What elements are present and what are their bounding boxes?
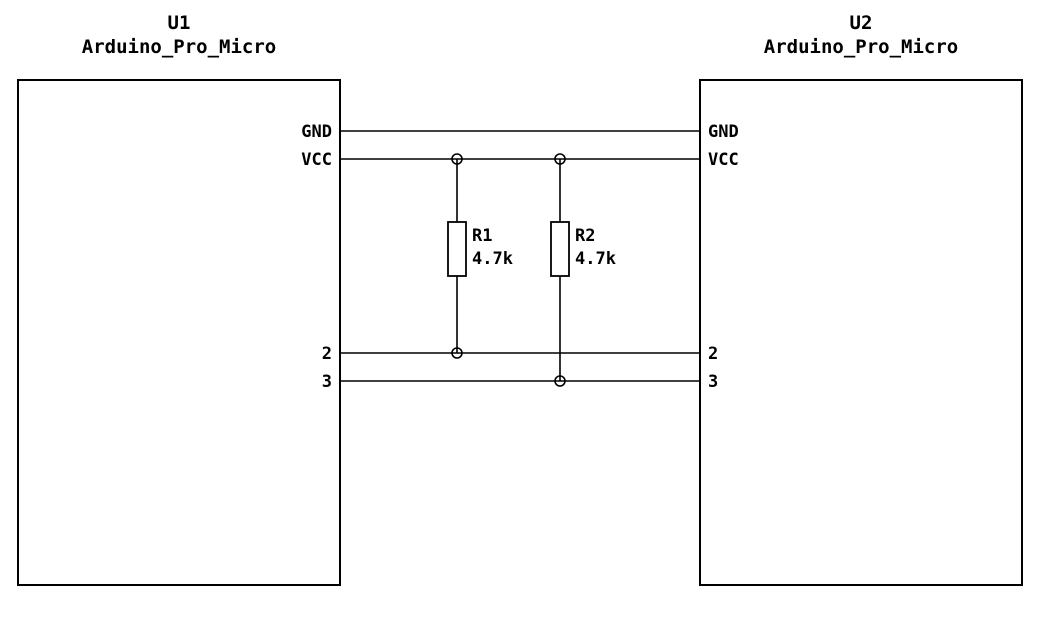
- r1-reference: R1: [472, 226, 492, 246]
- r1-value: 4.7k: [472, 249, 513, 269]
- u1-pin-3-label: 3: [322, 372, 332, 392]
- r2-value: 4.7k: [575, 249, 616, 269]
- u1-pin-2-label: 2: [322, 344, 332, 364]
- junction-r2-vcc: [554, 153, 566, 165]
- u1-value: Arduino_Pro_Micro: [82, 36, 276, 58]
- resistor-r2-body[interactable]: [550, 221, 570, 277]
- component-u2-body[interactable]: [699, 79, 1023, 586]
- u2-pin-3-label: 3: [708, 372, 718, 392]
- u1-reference: U1: [168, 12, 191, 34]
- junction-r1-pin2: [451, 347, 463, 359]
- u1-pin-vcc-label: VCC: [301, 150, 332, 170]
- u1-pin-gnd-label: GND: [301, 122, 332, 142]
- junction-r1-vcc: [451, 153, 463, 165]
- u2-value: Arduino_Pro_Micro: [764, 36, 958, 58]
- u2-pin-gnd-label: GND: [708, 122, 739, 142]
- resistor-r1-body[interactable]: [447, 221, 467, 277]
- u2-reference: U2: [850, 12, 873, 34]
- component-u1-body[interactable]: [17, 79, 341, 586]
- u2-pin-2-label: 2: [708, 344, 718, 364]
- u2-pin-vcc-label: VCC: [708, 150, 739, 170]
- r2-reference: R2: [575, 226, 595, 246]
- junction-r2-pin3: [554, 375, 566, 387]
